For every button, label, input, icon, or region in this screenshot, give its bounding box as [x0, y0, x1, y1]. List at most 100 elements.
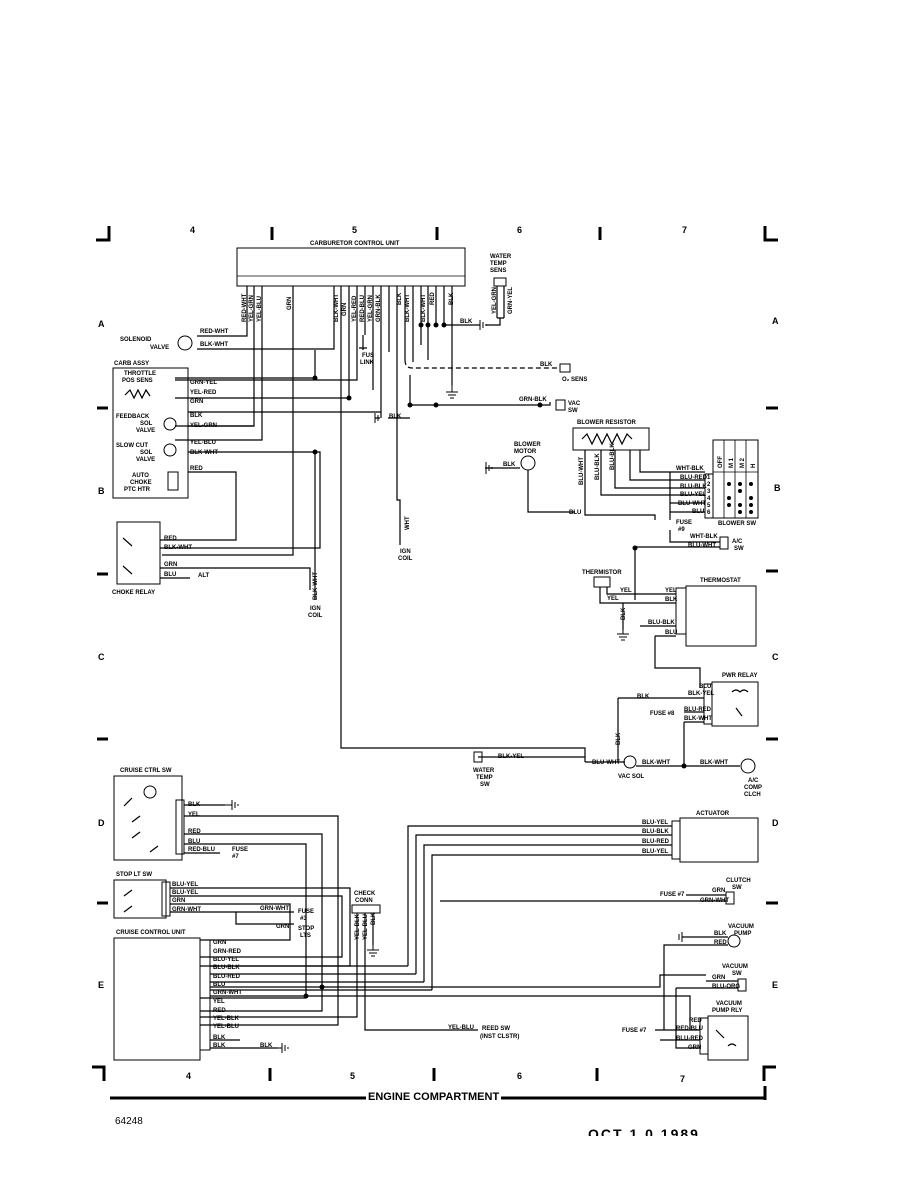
row-label-left-b: B	[98, 486, 105, 496]
wire-label: RED	[430, 292, 436, 305]
row-label-right-c: C	[772, 652, 779, 662]
wire-label: RED-WHT	[242, 293, 248, 322]
wire-label: BLK	[449, 292, 455, 305]
wire-label: COMP	[744, 785, 762, 791]
wire-label: GRN-YEL	[190, 380, 217, 386]
wire-label: VACUUM	[728, 924, 754, 930]
ign-coil-center: WHT IGN COIL	[398, 516, 413, 562]
wire-label: BLU-BLK	[642, 829, 669, 835]
wire-label: BLK-WHT	[190, 450, 218, 456]
wire-label: BLU	[699, 684, 711, 690]
wire-label: WHT	[405, 516, 411, 530]
wire-label: 1	[707, 475, 711, 481]
wire-label: FUSE #7	[622, 1028, 647, 1034]
wire-label: GRN	[276, 924, 289, 930]
wire-label: SLOW CUT	[116, 443, 148, 449]
row-label-left-e: E	[98, 980, 104, 990]
wire-label: GRN-BLK	[519, 397, 547, 403]
wire-label: 2	[707, 482, 711, 488]
actuator: ACTUATOR BLU-YEL BLU-BLK BLU-RED BLU-YEL	[407, 811, 759, 990]
wire-label: RED-BLU	[360, 295, 366, 322]
frame	[92, 226, 778, 1100]
vacuum-pump: VACUUM PUMP BLK RED	[663, 924, 754, 1030]
grid-column-labels: 4 5 6 7 4 5 6 7	[186, 225, 687, 1084]
wire-label: BLU-RED	[680, 475, 708, 481]
wire-label: BLU-YEL	[642, 820, 668, 826]
wire-label: CONN	[355, 898, 373, 904]
col-label-bot-4: 4	[186, 1071, 191, 1081]
wire-label: POS SENS	[122, 378, 153, 384]
carb-assy: CARB ASSY THROTTLE POS SENS GRN-YEL YEL-…	[112, 361, 381, 549]
document-number: 64248	[115, 1116, 143, 1127]
wire-label: ACTUATOR	[696, 811, 730, 817]
choke-relay: CHOKE RELAY RED BLK-WHT GRN BLU ALT	[112, 521, 311, 596]
wire-label: CRUISE CONTROL UNIT	[116, 930, 186, 936]
wire-label: VALVE	[136, 428, 155, 434]
wire-label: YEL	[607, 596, 619, 602]
wire-label: (INST CLSTR)	[480, 1034, 519, 1040]
wire-label: BLK	[371, 912, 377, 925]
wire-label: PTC HTR	[124, 487, 151, 493]
water-temp-sens: WATER TEMP SENS YEL-GRN GRN-YEL	[486, 254, 514, 326]
vac-sol: BLU-WHT VAC SOL BLK-WHT BLK-WHT	[585, 755, 740, 780]
wire-label: BLU-WHT	[678, 501, 706, 507]
wire-label: STOP LT SW	[116, 872, 152, 878]
wire-label: BLK-YEL	[688, 691, 714, 697]
col-label-bot-5: 5	[350, 1071, 355, 1081]
vac-sw: GRN-BLK VAC SW BLK	[375, 397, 581, 420]
wire-label: TEMP	[490, 261, 507, 267]
wire-label: VAC SOL	[618, 774, 645, 780]
blower-resistor: BLOWER RESISTOR BLU-WHT BLU-BLK BLU-BLK	[572, 420, 670, 520]
wire-label: BLK-WHT	[200, 342, 228, 348]
wire-label: SENS	[490, 268, 506, 274]
cruise-control-unit: CRUISE CONTROL UNIT GRN GRN-RED BLU-YEL …	[113, 930, 706, 1061]
row-label-left-d: D	[98, 818, 105, 828]
wire-label: O₂ SENS	[562, 377, 587, 383]
wire-label: WHT-BLK	[676, 466, 704, 472]
col-label-top-7: 7	[682, 225, 687, 235]
wire-label: WHT-BLK	[690, 534, 718, 540]
wire-label: BLK-WHT	[421, 294, 427, 322]
row-label-left-c: C	[98, 652, 105, 662]
blower-motor: BLOWER MOTOR BLK BLU	[485, 442, 581, 516]
wire-label: BLOWER RESISTOR	[577, 420, 637, 426]
wire-label: YEL-BLU	[213, 1024, 239, 1030]
wire-label: THROTTLE	[124, 371, 156, 377]
wire-label: BLU-YEL	[172, 882, 198, 888]
thermistor: THERMISTOR YEL YEL BLK	[582, 570, 655, 630]
wire-label: BLU-YEL	[213, 957, 239, 963]
wire-label: GRN	[342, 303, 348, 316]
wire-label: BLU	[213, 982, 225, 988]
wire-label: VALVE	[136, 457, 155, 463]
wire-label: #7	[232, 854, 239, 860]
grid-row-labels: A B C D E A B C D E	[98, 316, 781, 990]
wire-label: TEMP	[476, 775, 493, 781]
stop-lt-sw: STOP LT SW BLU-YEL BLU-YEL GRN GRN-WHT G…	[113, 872, 351, 967]
wire-label: FUSE	[298, 909, 314, 915]
wire-label: YEL	[188, 812, 200, 818]
wire-label: BLU-WHT	[688, 543, 716, 549]
wire-label: GRN-WHT	[260, 906, 289, 912]
ground-symbols	[225, 320, 683, 1053]
ign-coil-left: BLK-WHT IGN COIL	[308, 452, 323, 619]
wire-label: BLOWER SW	[718, 521, 756, 527]
wire-label: BLK	[213, 1043, 226, 1049]
wire-label: LTS	[300, 933, 311, 939]
reed-sw: YEL-BLU REED SW (INST CLSTR)	[420, 1025, 519, 1040]
wire-label: WATER	[490, 254, 512, 260]
wire-label: SW	[732, 885, 742, 891]
wire-label: YEL	[213, 999, 225, 1005]
wire-label: BLK	[714, 931, 727, 937]
wire-label: GRN	[287, 297, 293, 310]
wire-label: BLU	[665, 630, 677, 636]
col-label-top-5: 5	[352, 225, 357, 235]
wire-label: BLU-WHT	[579, 457, 585, 485]
wire-label: RED-BLU	[676, 1026, 703, 1032]
wire-label: RED	[689, 1018, 702, 1024]
wire-label: COIL	[308, 613, 323, 619]
wire-label: SW	[734, 546, 744, 552]
wire-label: STOP	[298, 926, 314, 932]
wire-label: BLU	[164, 572, 176, 578]
wire-label: YEL-GRN	[492, 287, 498, 314]
